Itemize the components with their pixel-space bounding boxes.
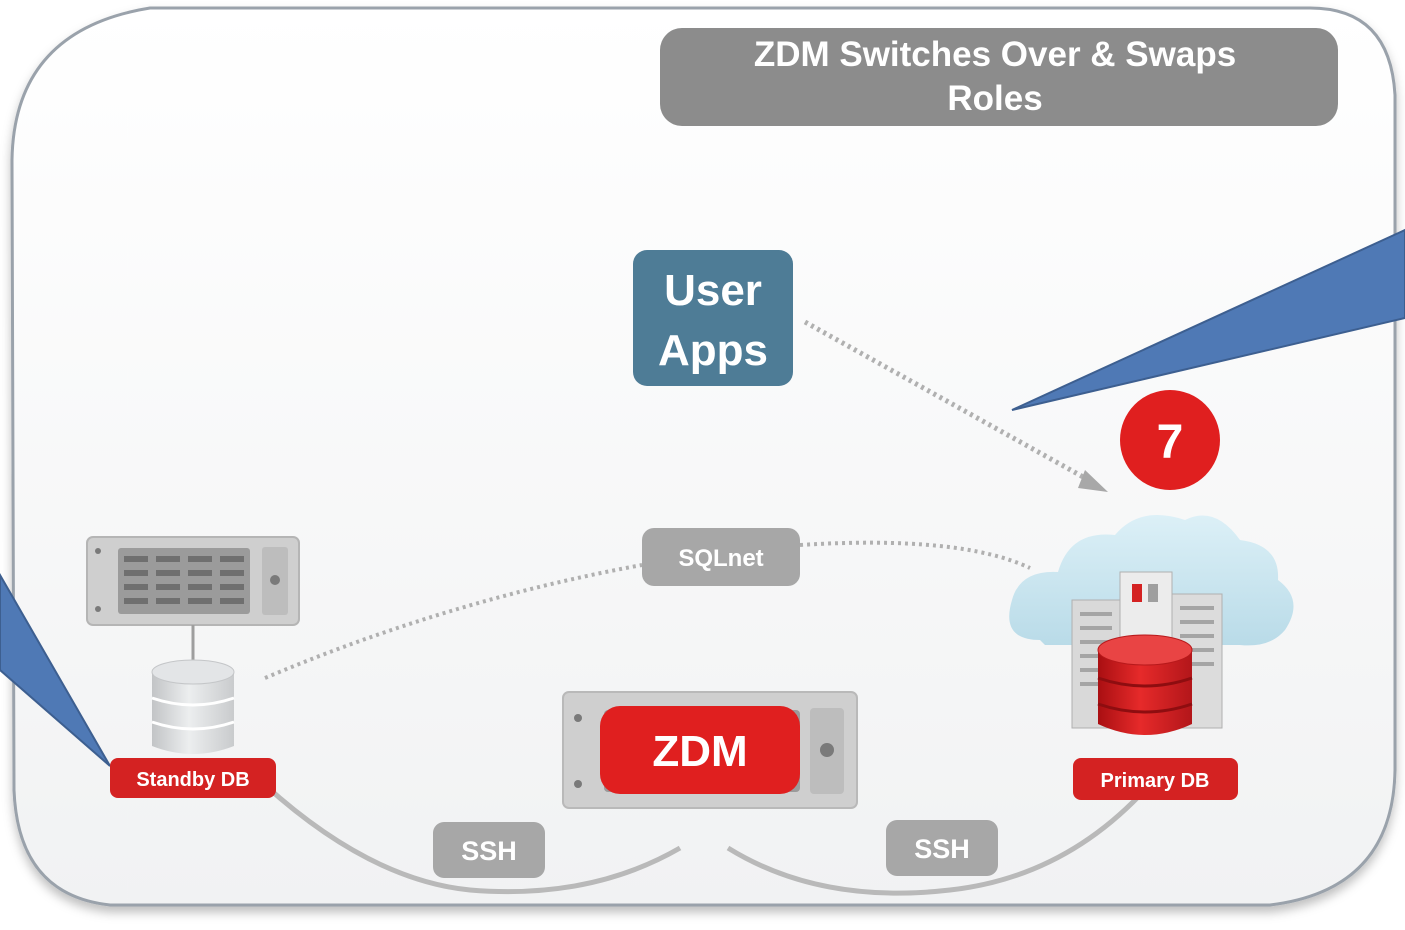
ssh-label-right: SSH [886,820,998,876]
ssh-text-right: SSH [914,834,970,864]
ssh-label-left: SSH [433,822,545,878]
arrow-head-icon [1078,470,1108,492]
user-apps-box: User Apps [633,250,793,386]
primary-db-label: Primary DB [1073,758,1238,800]
ssh-connection-right [726,793,1142,896]
zdm-text: ZDM [652,727,747,776]
sqlnet-connection-right [799,540,1031,570]
sqlnet-label: SQLnet [642,528,800,586]
title-line-1: ZDM Switches Over & Swaps [754,35,1236,74]
primary-db-text: Primary DB [1101,770,1210,792]
standby-db-label: Standby DB [110,758,276,798]
step-badge: 7 [1120,390,1220,490]
title-line-2: Roles [947,79,1042,118]
sqlnet-text: SQLnet [678,545,763,572]
user-apps-line-1: User [664,266,762,315]
sqlnet-connection [264,563,643,680]
ssh-connection-left [263,783,682,895]
step-badge-number: 7 [1157,416,1184,469]
standby-server-rack-icon [86,536,300,626]
user-apps-line-2: Apps [658,326,768,375]
user-apps-arrow [803,319,1087,481]
diagram-frame [10,6,1397,907]
callout-pointer-left [0,572,111,767]
standby-database-cylinder-icon [151,659,235,754]
zdm-label: ZDM [600,706,800,794]
ssh-text-left: SSH [461,836,517,866]
primary-database-cylinder-icon [1097,634,1193,735]
title-pill: ZDM Switches Over & Swaps Roles [660,28,1338,126]
callout-pointer-right [1011,228,1405,411]
standby-db-text: Standby DB [136,769,249,791]
